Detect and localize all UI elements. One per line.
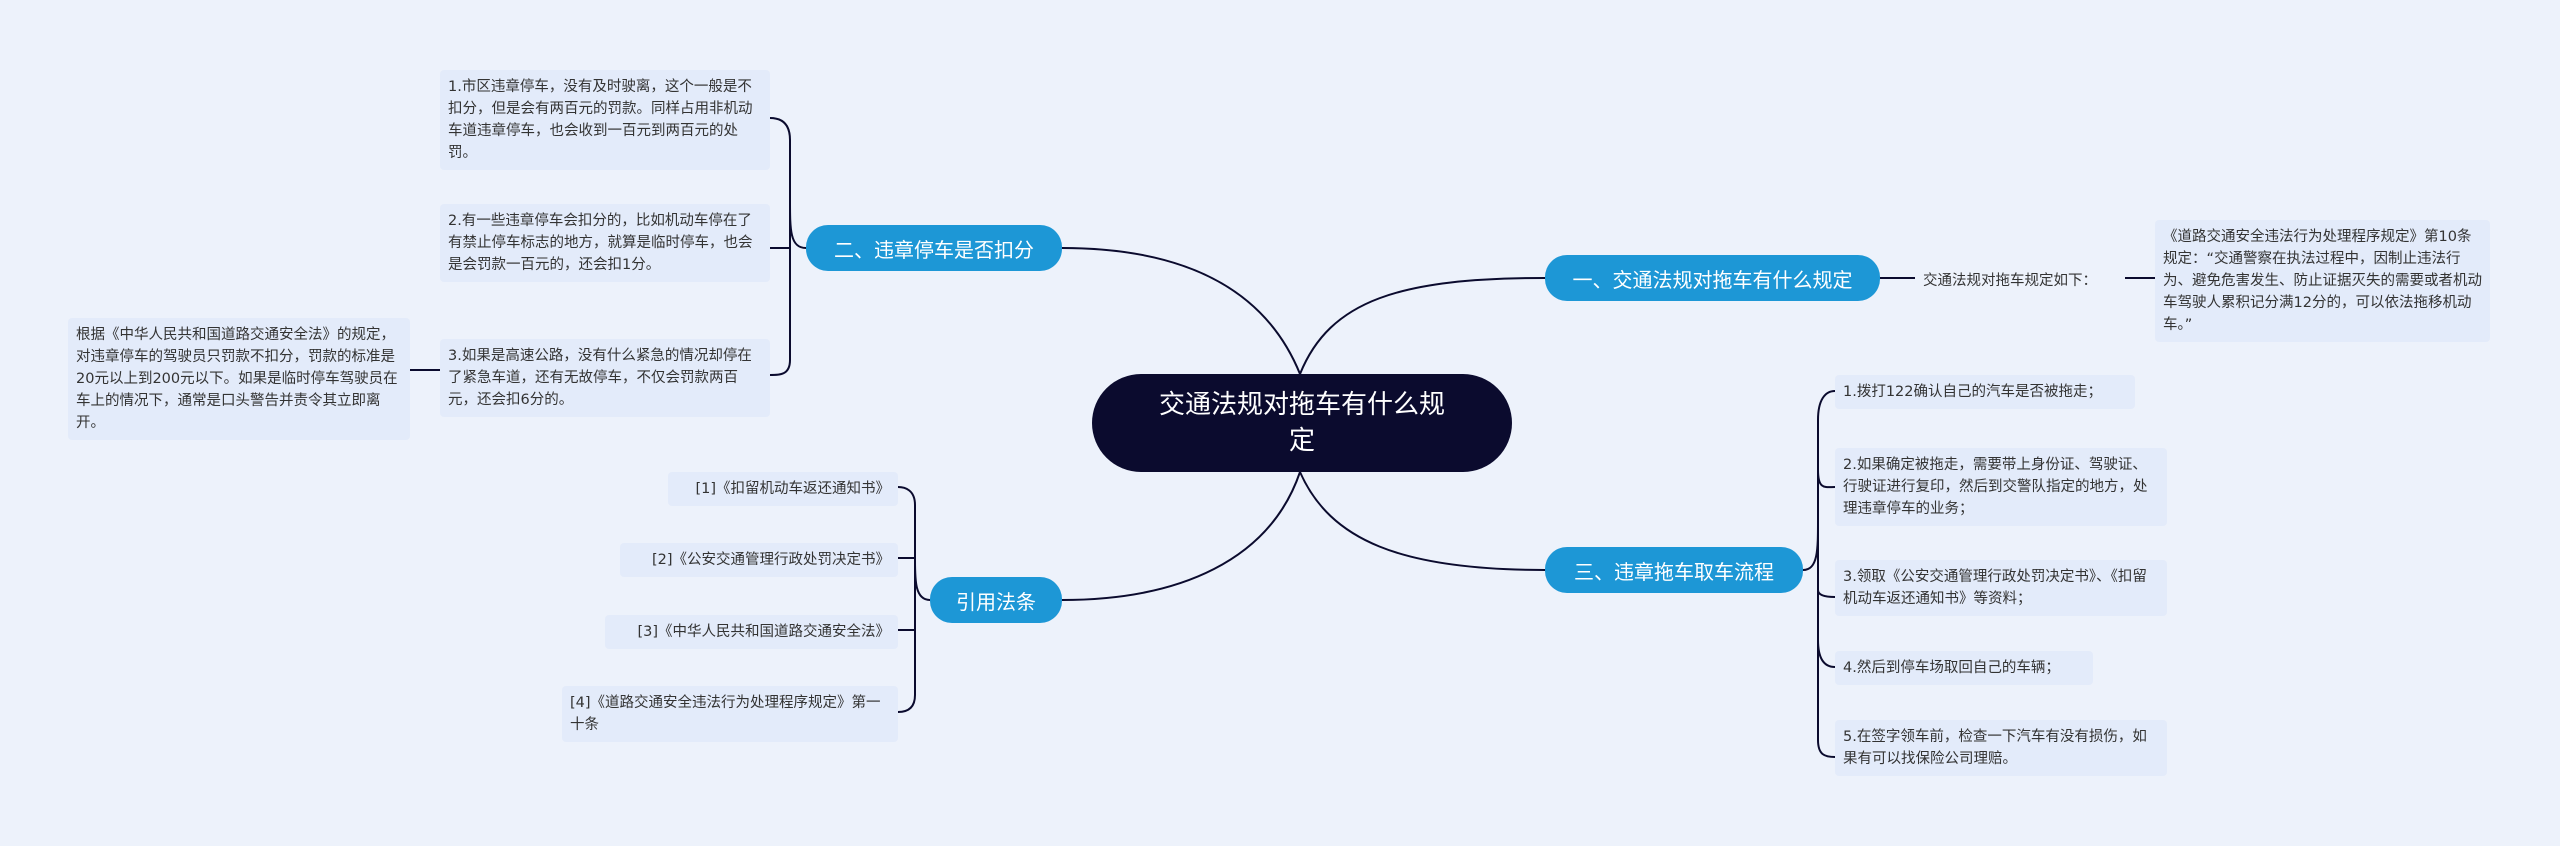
b2-item-1[interactable]: 1.市区违章停车，没有及时驶离，这个一般是不扣分，但是会有两百元的罚款。同样占用…	[440, 70, 770, 170]
connector-b2-bracket	[769, 117, 807, 376]
b2-item-3[interactable]: 3.如果是高速公路，没有什么紧急的情况却停在了紧急车道，还有无故停车，不仅会罚款…	[440, 339, 770, 417]
law-ref-3[interactable]: [3]《中华人民共和国道路交通安全法》	[605, 615, 898, 649]
b3-step-1[interactable]: 1.拨打122确认自己的汽车是否被拖走；	[1835, 375, 2135, 409]
law-ref-1[interactable]: [1]《扣留机动车返还通知书》	[668, 472, 898, 506]
central-topic[interactable]: 交通法规对拖车有什么规定	[1092, 374, 1512, 472]
branch-illegal-parking-points[interactable]: 二、违章停车是否扣分	[806, 225, 1062, 271]
connector-b4-bracket	[897, 486, 931, 713]
connector-root-b4	[1061, 471, 1301, 601]
branch-traffic-law-towing[interactable]: 一、交通法规对拖车有什么规定	[1545, 255, 1880, 301]
b2-item-2[interactable]: 2.有一些违章停车会扣分的，比如机动车停在了有禁止停车标志的地方，就算是临时停车…	[440, 204, 770, 282]
connector-root-b2	[1061, 247, 1301, 375]
connector-root-b3	[1299, 471, 1546, 571]
b3-step-4[interactable]: 4.然后到停车场取回自己的车辆；	[1835, 651, 2093, 685]
branch-towed-car-retrieval[interactable]: 三、违章拖车取车流程	[1545, 547, 1803, 593]
b2-note[interactable]: 根据《中华人民共和国道路交通安全法》的规定，对违章停车的驾驶员只罚款不扣分，罚款…	[68, 318, 410, 440]
b1-sub-label[interactable]: 交通法规对拖车规定如下：	[1923, 273, 2097, 289]
b3-step-5[interactable]: 5.在签字领车前，检查一下汽车有没有损伤，如果有可以找保险公司理赔。	[1835, 720, 2167, 776]
law-ref-2[interactable]: [2]《公安交通管理行政处罚决定书》	[620, 543, 898, 577]
b1-detail-text[interactable]: 《道路交通安全违法行为处理程序规定》第10条规定：“交通警察在执法过程中，因制止…	[2155, 220, 2490, 342]
connector-b3-bracket	[1802, 390, 1836, 758]
b3-step-2[interactable]: 2.如果确定被拖走，需要带上身份证、驾驶证、行驶证进行复印，然后到交警队指定的地…	[1835, 448, 2167, 526]
law-ref-4[interactable]: [4]《道路交通安全违法行为处理程序规定》第一十条	[562, 686, 898, 742]
branch-cited-laws[interactable]: 引用法条	[930, 577, 1062, 623]
connector-root-b1	[1299, 277, 1546, 375]
b3-step-3[interactable]: 3.领取《公安交通管理行政处罚决定书》、《扣留机动车返还通知书》等资料；	[1835, 560, 2167, 616]
